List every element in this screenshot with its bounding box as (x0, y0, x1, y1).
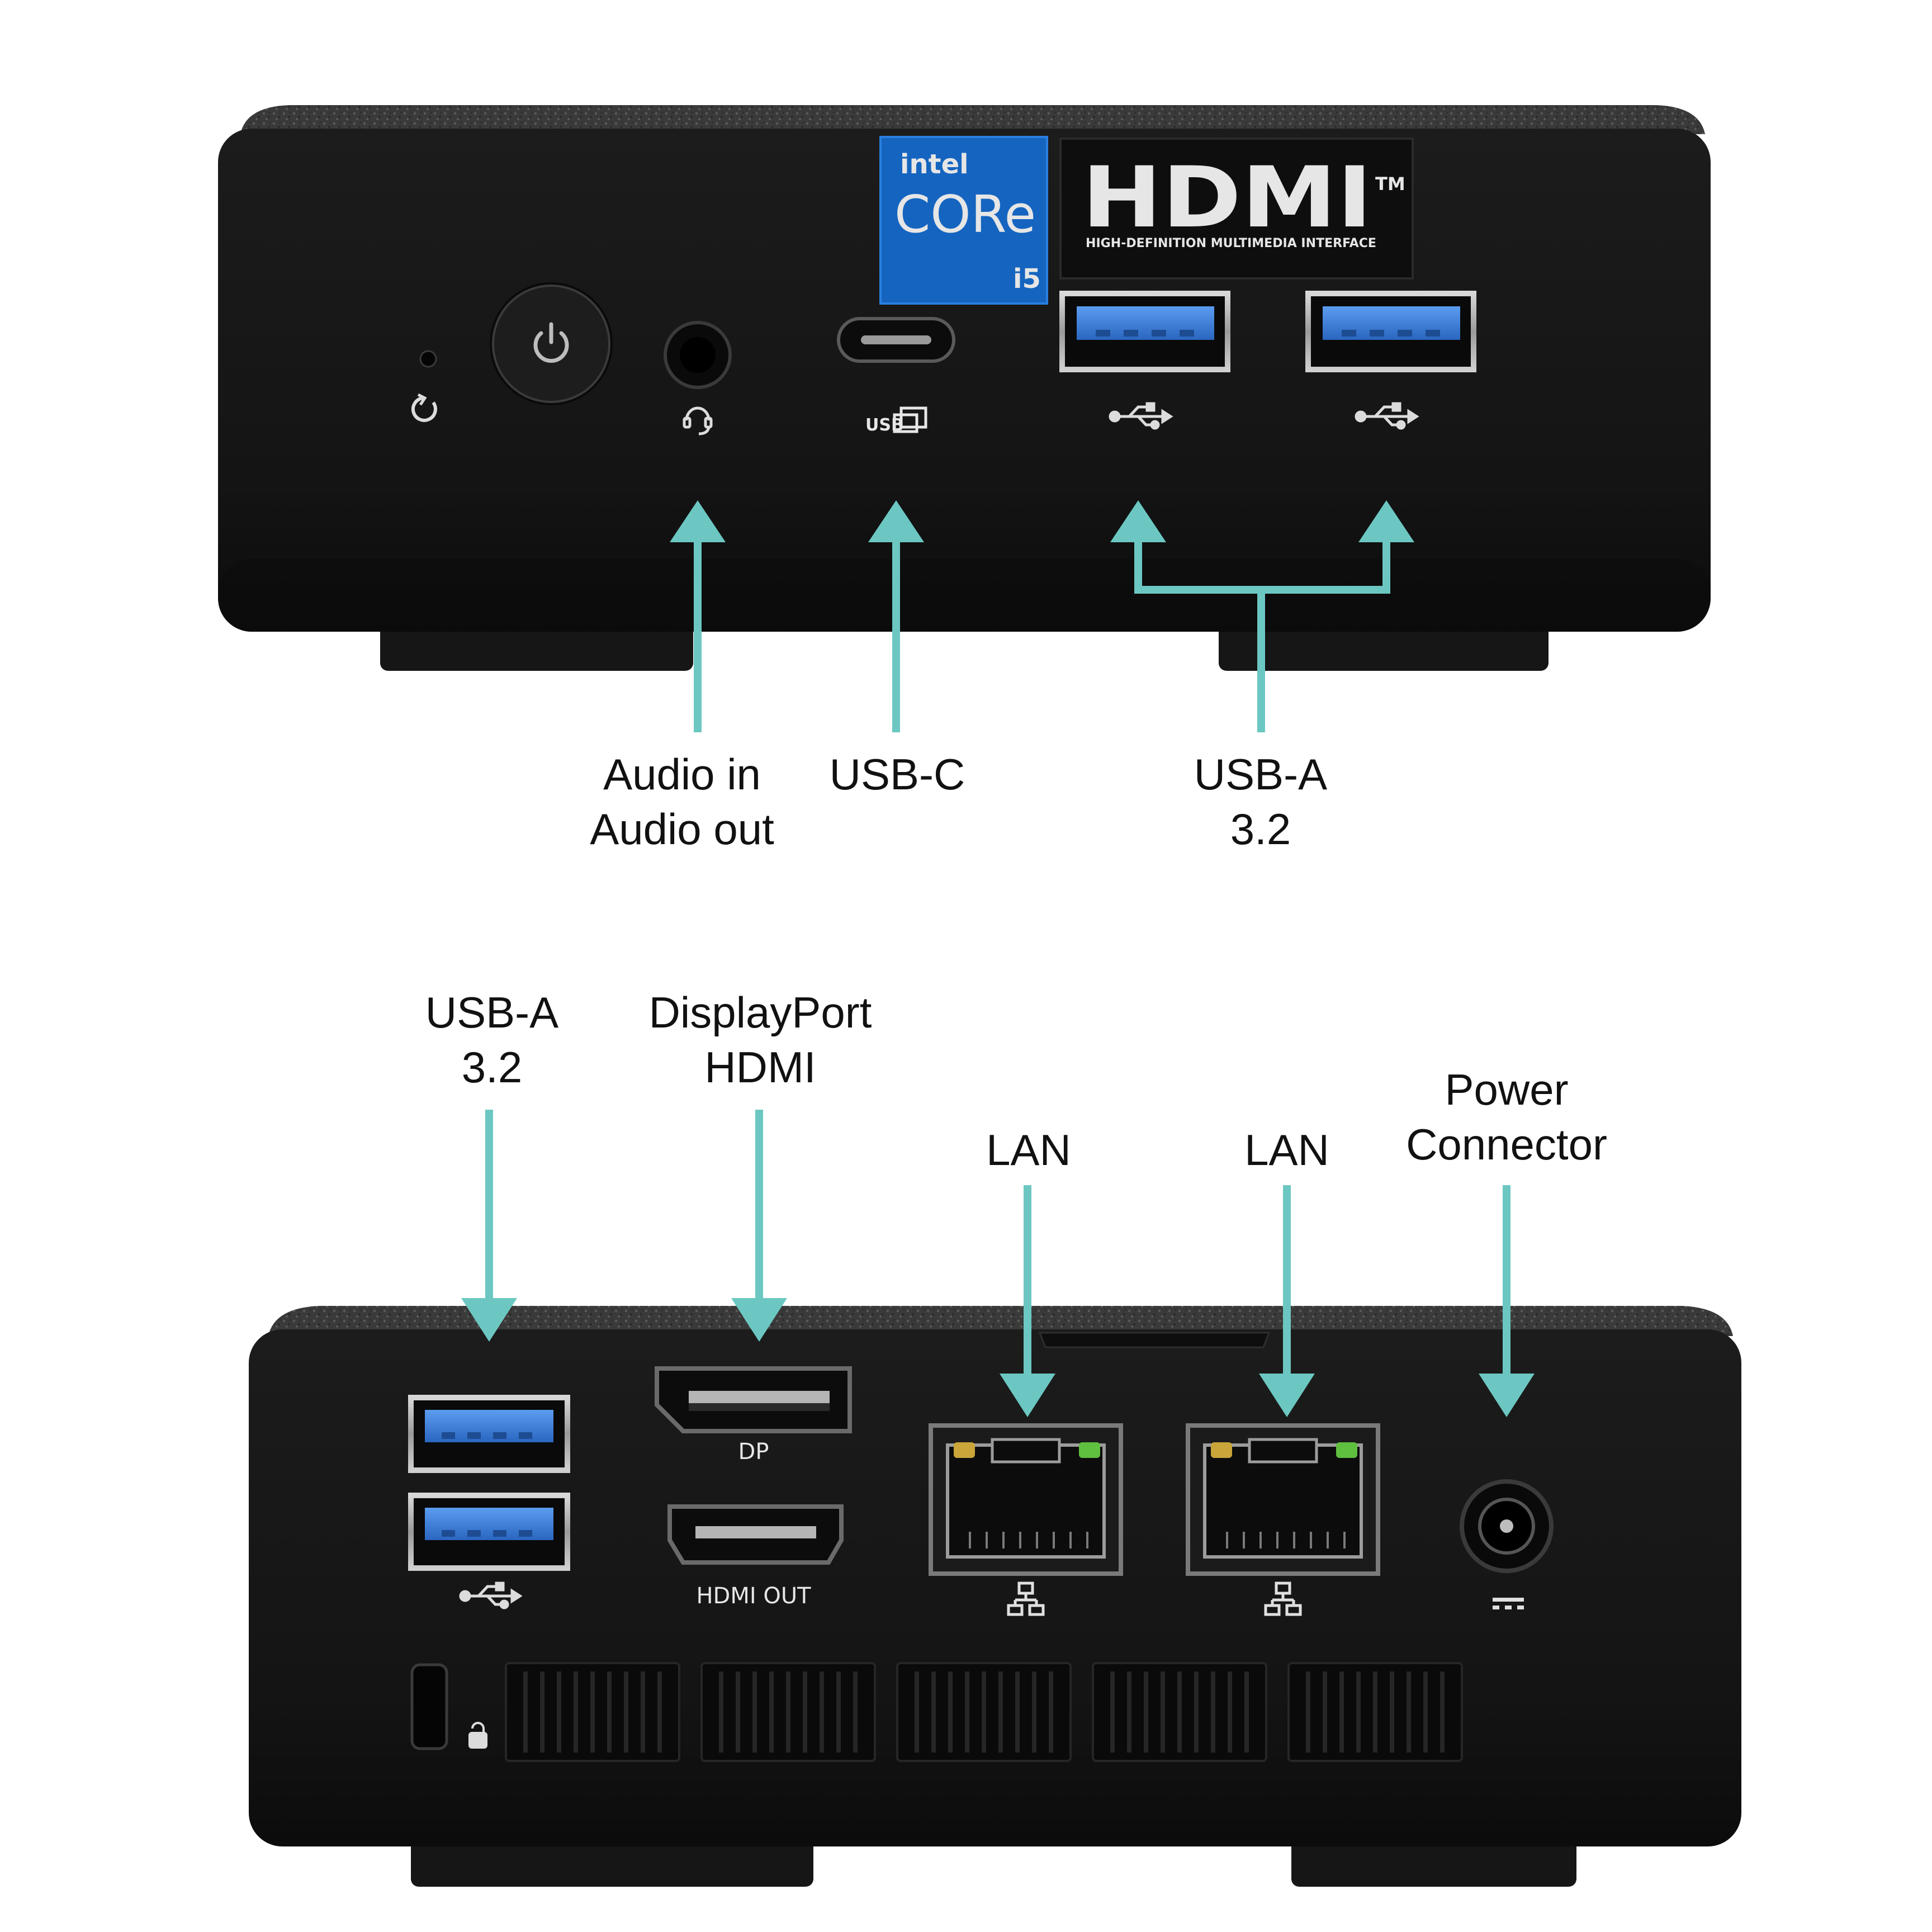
front-usba-port-2[interactable] (1305, 291, 1476, 372)
callout-power: Power Connector (1375, 1062, 1638, 1172)
front-view: intel CORe i5 HDMI TM HIGH-DEFINITION MU… (218, 105, 1711, 732)
rear-fabric-top (268, 1306, 1733, 1336)
vent-grille (505, 1662, 1463, 1762)
callout-power-line2: Connector (1406, 1120, 1607, 1169)
callout-usbc-line1: USB-C (829, 750, 965, 799)
front-arrows (670, 500, 1414, 732)
rear-arrows (461, 1110, 1535, 1417)
callout-video-line2: HDMI (704, 1043, 816, 1092)
callout-front-usba: USB-A 3.2 (1163, 747, 1358, 856)
audio-jack[interactable] (664, 321, 732, 389)
callout-audio-line1: Audio in (603, 750, 761, 799)
network-icon (1264, 1581, 1302, 1616)
power-icon (533, 322, 569, 363)
callout-lan-1: LAN (950, 1123, 1107, 1177)
rear-usba-port-1[interactable] (408, 1395, 570, 1473)
callout-rear-usba-line1: USB-A (425, 988, 559, 1037)
kensington-lock-icon (468, 1722, 487, 1749)
front-usba-port-1[interactable] (1059, 291, 1230, 372)
intel-core-badge: intel CORe i5 (879, 136, 1048, 305)
hdmi-tagline-text: HIGH-DEFINITION MULTIMEDIA INTERFACE (1086, 236, 1376, 250)
usb-icon (459, 1581, 523, 1609)
arrow-usba-branch (1134, 537, 1390, 594)
hdmi-silk-label: HDMI OUT (696, 1583, 811, 1609)
power-button[interactable] (490, 282, 613, 405)
displayport-port[interactable] (655, 1366, 852, 1433)
callout-video: DisplayPort HDMI (626, 985, 894, 1095)
reset-pinhole[interactable] (419, 350, 437, 368)
callout-usbc: USB-C (805, 747, 989, 802)
reset-icon (411, 393, 437, 422)
hdmi-tm-text: TM (1375, 173, 1405, 195)
callout-video-line1: DisplayPort (648, 988, 872, 1037)
kensington-lock-slot[interactable] (410, 1663, 448, 1750)
callout-power-line1: Power (1445, 1065, 1569, 1114)
callout-lan-2: LAN (1209, 1123, 1365, 1177)
hdmi-badge: HDMI TM HIGH-DEFINITION MULTIMEDIA INTER… (1059, 138, 1414, 280)
lan-port-2[interactable] (1186, 1423, 1380, 1576)
hdmi-logo-text: HDMI (1082, 149, 1372, 247)
lan-port-1[interactable] (929, 1423, 1123, 1576)
rear-usba-port-2[interactable] (408, 1493, 570, 1571)
usb-display-icon: USB (865, 406, 927, 435)
usb-icon (1355, 402, 1419, 430)
callout-front-usba-line2: 3.2 (1230, 804, 1291, 854)
dc-power-jack[interactable] (1460, 1479, 1554, 1573)
front-fabric-top (240, 105, 1705, 134)
intel-brand-text: intel (900, 149, 969, 180)
callout-audio: Audio in Audio out (565, 747, 799, 856)
rear-view: DP HDMI OUT (249, 1110, 1741, 1887)
usbc-port[interactable] (837, 317, 955, 363)
callout-lan-1-line1: LAN (986, 1125, 1071, 1175)
callout-rear-usba: USB-A 3.2 (391, 985, 593, 1095)
network-icon (1007, 1581, 1045, 1616)
intel-core-text: CORe (894, 184, 1036, 244)
headset-icon (683, 406, 713, 435)
callout-rear-usba-line2: 3.2 (461, 1043, 523, 1092)
callout-audio-line2: Audio out (590, 804, 774, 854)
callout-lan-2-line1: LAN (1244, 1125, 1329, 1175)
intel-tier-text: i5 (1013, 263, 1041, 295)
hdmi-port[interactable] (667, 1504, 844, 1565)
usb-icon (1109, 402, 1173, 430)
dp-silk-label: DP (738, 1439, 769, 1465)
dc-power-icon (1493, 1598, 1524, 1609)
callout-front-usba-line1: USB-A (1194, 750, 1328, 799)
